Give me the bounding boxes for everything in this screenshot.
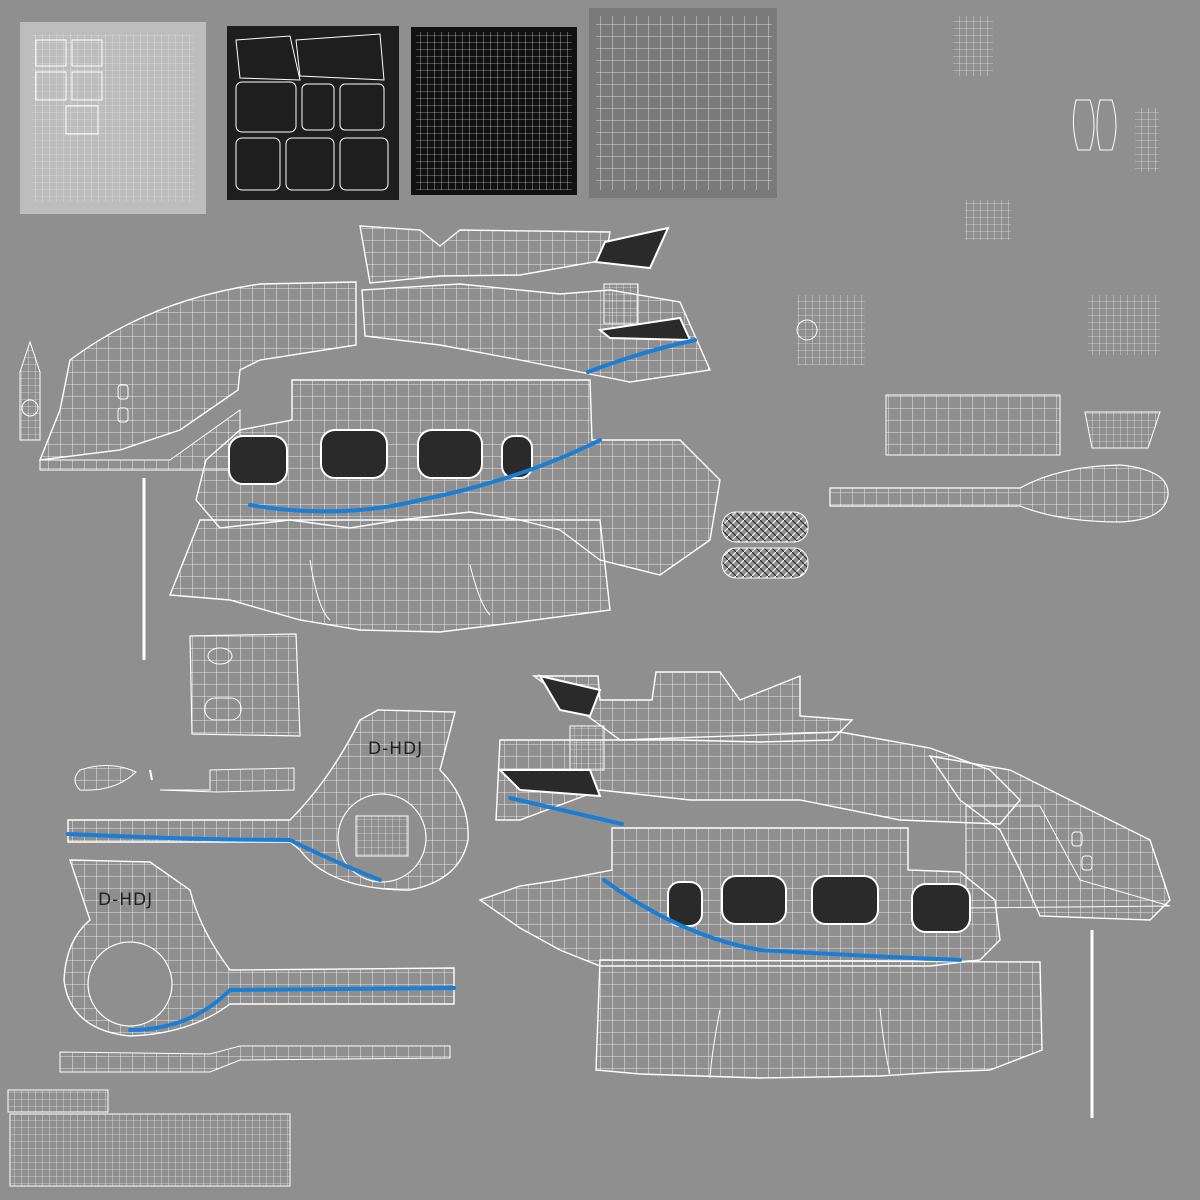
thumbnail-dark-panels [227, 26, 399, 200]
cabin-window-lower-2 [721, 875, 787, 925]
cockpit-window-upper [228, 435, 288, 485]
lower-cabin-side-panel [478, 827, 1043, 1079]
upper-fuselage-top-panel [361, 283, 712, 383]
blue-stripe-lower [602, 878, 962, 962]
thumbnail-light-uv [20, 22, 206, 214]
tail-registration-lower: D-HDJ [98, 890, 153, 910]
tail-boom-lower: D-HDJ [63, 859, 456, 1037]
access-panel-island [189, 633, 301, 737]
thumbnail-cushion-grid [589, 8, 777, 198]
blue-stripe-upper [248, 438, 602, 514]
nose-cone-island [19, 340, 41, 441]
landing-skid-upper [829, 394, 1169, 523]
lower-fuselage-top-panel [495, 671, 1021, 826]
upper-nose-panel [38, 281, 357, 471]
small-parts-cluster-bottom-left [7, 1089, 291, 1187]
cabin-window-upper-3 [501, 435, 533, 479]
hatched-tread-islands [721, 511, 809, 579]
tail-stabilizer-upper [74, 765, 295, 793]
small-uv-islands-top-right [796, 16, 1160, 365]
upper-cabin-side-panel [168, 379, 721, 633]
cabin-window-upper-2 [417, 429, 483, 479]
cabin-window-lower-1 [811, 875, 879, 925]
tail-skid-lower [59, 1045, 451, 1073]
upper-cabin-roof-panel [359, 225, 670, 284]
cabin-window-upper-1 [320, 429, 388, 479]
cockpit-window-lower [911, 883, 971, 933]
cabin-window-lower-3 [667, 881, 703, 927]
tail-boom-upper: D-HDJ [66, 709, 469, 891]
thumbnail-dense-uv [411, 27, 577, 195]
tail-registration-upper: D-HDJ [368, 739, 423, 759]
